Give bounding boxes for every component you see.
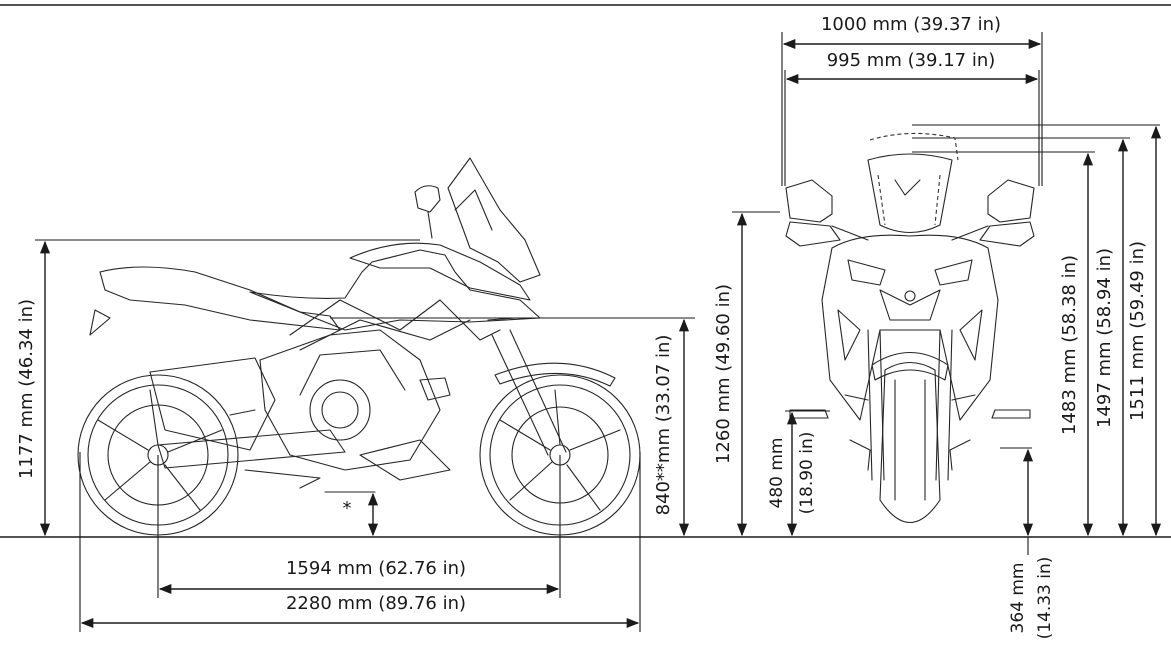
screen-height-mid-label: 1497 mm (58.94 in)	[1094, 248, 1115, 428]
overall-height-label: 1177 mm (46.34 in)	[16, 299, 37, 479]
screen-height-high-label: 1511 mm (59.49 in)	[1127, 241, 1148, 421]
side-view-motorcycle-illustration	[77, 157, 641, 536]
ground-reference-label-line1: 364 mm	[1008, 563, 1028, 634]
overall-length-label: 2280 mm (89.76 in)	[286, 593, 466, 614]
mirror-height-label: 1260 mm (49.60 in)	[713, 284, 734, 464]
wheelbase-label: 1594 mm (62.76 in)	[286, 558, 466, 579]
footpeg-height-label-line2: (18.90 in)	[797, 432, 817, 515]
ground-clearance-marker: *	[343, 498, 352, 519]
overall-width-label: 1000 mm (39.37 in)	[821, 14, 1001, 35]
ground-reference-label-line2: (14.33 in)	[1035, 557, 1055, 640]
screen-height-low-label: 1483 mm (58.38 in)	[1059, 255, 1080, 435]
front-view-motorcycle-illustration	[785, 132, 1035, 524]
seat-height-label: 840**mm (33.07 in)	[653, 335, 674, 516]
handlebar-width-label: 995 mm (39.17 in)	[827, 50, 996, 71]
footpeg-height-label-line1: 480 mm	[767, 438, 787, 509]
